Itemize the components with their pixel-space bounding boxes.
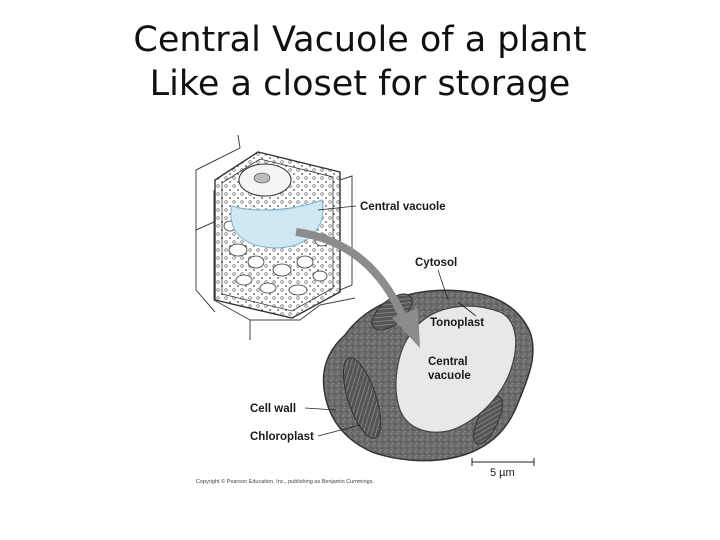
copyright-text: Copyright © Pearson Education, Inc., pub… — [196, 478, 374, 485]
label-cell-wall: Cell wall — [250, 403, 296, 415]
scale-bar: 5 µm — [471, 458, 535, 479]
micrograph — [322, 289, 534, 462]
label-tonoplast: Tonoplast — [430, 317, 484, 329]
label-central-vacuole-inner-2: vacuole — [428, 370, 471, 382]
title-line-1: Central Vacuole of a plant — [133, 20, 587, 60]
label-central-vacuole: Central vacuole — [360, 201, 446, 213]
slide-title: Central Vacuole of a plant Like a closet… — [0, 18, 720, 106]
chloroplast-shape — [342, 357, 382, 439]
label-central-vacuole-inner-1: Central — [428, 356, 468, 368]
leader-lines — [304, 205, 477, 437]
label-cytosol: Cytosol — [415, 257, 457, 269]
micrograph-vacuole — [395, 305, 517, 433]
label-chloroplast: Chloroplast — [250, 431, 314, 443]
title-line-2: Like a closet for storage — [149, 64, 571, 104]
scale-bar-label: 5 µm — [490, 467, 515, 479]
connecting-arrow-icon — [295, 228, 420, 348]
plant-cell-illustration — [195, 134, 356, 340]
